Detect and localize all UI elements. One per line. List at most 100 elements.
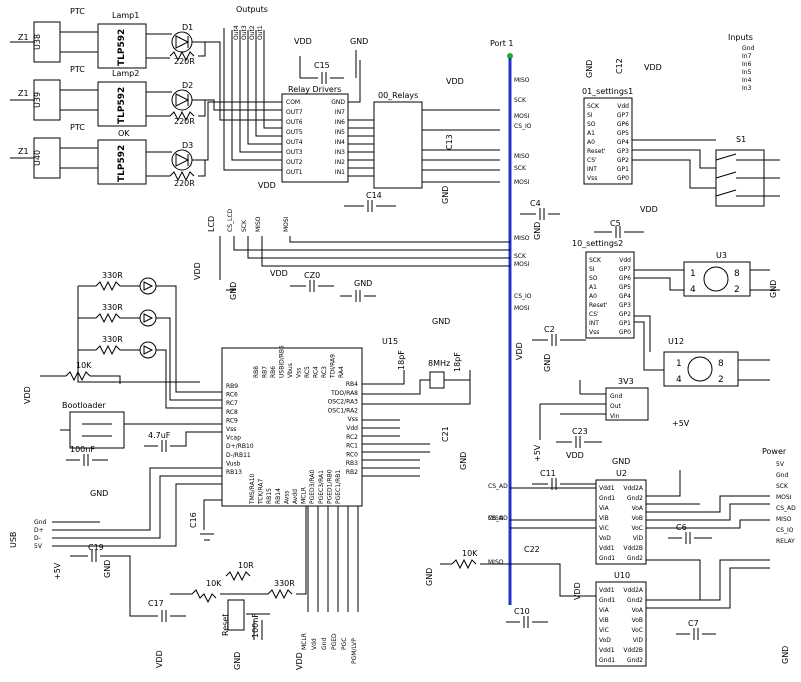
u10-label: U10 xyxy=(614,571,630,580)
u15-right-pin-10: RB2 xyxy=(346,469,358,476)
out1-pin: Out1 xyxy=(257,25,264,40)
relay-right-pin-1: IN7 xyxy=(335,109,345,116)
cap-100nf-label: 100nF xyxy=(70,445,95,454)
lcd-pin-miso: MISO xyxy=(255,216,262,232)
u2-left-pin-2: ViA xyxy=(599,505,610,512)
lcd-wires xyxy=(219,236,510,291)
u12-circle xyxy=(687,356,713,382)
inputs-pin-5: In3 xyxy=(742,85,752,92)
reset-button[interactable] xyxy=(227,599,245,631)
cap-c19 xyxy=(70,550,150,617)
tlp592-3 xyxy=(97,139,147,185)
u12-pin8: 8 xyxy=(718,359,724,369)
r10k-label: 10K xyxy=(76,361,92,370)
bus-signal-2: MOSI xyxy=(514,113,530,120)
port1-dot xyxy=(507,53,513,59)
u10-right-pin-0: Vdd2A xyxy=(623,587,644,594)
u15-bottom-pin-6: MCLR xyxy=(301,487,308,504)
resistor-220-1 xyxy=(169,50,195,62)
u15-bottom-pin-10: PGEC1/RB1 xyxy=(335,470,342,504)
u12-pin1: 1 xyxy=(676,359,682,369)
bus-signal-8: SCK xyxy=(514,253,527,260)
settings1-right-pin-2: GP6 xyxy=(617,121,629,128)
settings1-label: 01_settings1 xyxy=(582,87,633,96)
resistor-220-2 xyxy=(169,110,195,122)
settings2-left-pin-1: SI xyxy=(589,266,595,273)
settings2-right-pin-5: GP3 xyxy=(619,302,631,309)
bus-signal-15: MISO xyxy=(488,559,504,566)
out2-pin: Out2 xyxy=(249,25,256,40)
gnd-c19: GND xyxy=(103,560,112,578)
usb-wires xyxy=(52,467,222,547)
gnd-r00: GND xyxy=(441,186,450,204)
settings1-right-pin-8: GP0 xyxy=(617,175,629,182)
u15-right-pin-5: Vdd xyxy=(346,425,358,432)
u10-chip xyxy=(595,581,647,667)
reset-label: Reset xyxy=(221,614,230,636)
settings1-section: 01_settings1 SCKSISOA1A0Reset'CS'INTVssV… xyxy=(520,87,633,240)
u15-left-pin-2: RC7 xyxy=(226,400,238,407)
reset-section: 10K 10R 330R Reset 100nF VDD MCLR Vdd Gn… xyxy=(155,506,359,668)
led-status-symbols xyxy=(143,281,154,355)
u3-label: U3 xyxy=(716,251,727,260)
u15-left-pin-0: RB9 xyxy=(226,383,238,390)
c21-label: C21 xyxy=(441,426,450,442)
cz0-label: CZ0 xyxy=(304,271,320,280)
r330-label-2: 330R xyxy=(102,303,123,312)
u3-pin8: 8 xyxy=(734,269,740,279)
u15-bottom-pin-1: TCK/RA7 xyxy=(258,479,265,505)
bus-signal-9: MOSI xyxy=(514,261,530,268)
settings2-left-pin-6: CS' xyxy=(589,311,599,318)
u15-top-pin-0: RB8 xyxy=(253,366,260,378)
u10-left-pin-4: ViC xyxy=(599,627,609,634)
relay-drivers-chip xyxy=(281,93,349,183)
power-pin-1: Gnd xyxy=(776,472,788,479)
led-status-wires xyxy=(77,285,222,409)
bootloader-button[interactable] xyxy=(69,411,125,449)
u12-body xyxy=(663,351,739,387)
u10-left-pin-2: ViA xyxy=(599,607,610,614)
v3v3-wires xyxy=(539,380,606,440)
power-pin-6: CS_IO xyxy=(776,527,794,534)
rail-labels: VDD VDD GND VDD GND GND VDD GND GND GND … xyxy=(103,77,778,670)
c16-label: C16 xyxy=(189,512,198,528)
resistors-330 xyxy=(95,280,121,356)
gnd-reset: GND xyxy=(233,652,242,670)
settings1-left-pin-4: A0 xyxy=(587,139,595,146)
vdd-relay: VDD xyxy=(294,37,312,46)
u15-left-pin-9: Vusb xyxy=(226,460,241,467)
bus-signal-0: MISO xyxy=(514,77,530,84)
cap-c7 xyxy=(676,628,716,640)
cap-c6 xyxy=(668,532,712,544)
u15-section: U15 RB9RC6RC7RC8RC9VssVcapD+/RB10D-/RB11… xyxy=(189,317,471,541)
u15-bottom-pin-3: RB14 xyxy=(275,488,282,504)
port1-label: Port 1 xyxy=(490,39,514,48)
vdd-boot: VDD xyxy=(23,386,32,404)
u3-pin1: 1 xyxy=(690,269,696,279)
u15-left-pin-3: RC8 xyxy=(226,409,238,416)
usb-pin-gnd: Gnd xyxy=(34,519,46,526)
u15-right-pin-4: Vss xyxy=(348,416,358,423)
usb-label: USB xyxy=(9,532,18,548)
relay-right-pin-3: IN5 xyxy=(335,129,345,136)
u15-chip xyxy=(221,347,363,507)
u15-top-pin-1: RB7 xyxy=(262,366,269,378)
vdd-c2: VDD xyxy=(515,342,524,360)
settings2-right-pin-4: GP4 xyxy=(619,293,631,300)
lamp-section: PTC PTC PTC Z1 Z1 Z1 U38 U39 U40 Lamp1 L… xyxy=(10,7,206,188)
u15-top-pin-10: RA4 xyxy=(338,366,345,378)
z-label-2: Z1 xyxy=(18,89,29,98)
u15-bottom-pin-9: PGED1/RB0 xyxy=(326,469,333,504)
u3-u12-section: U3 1 8 4 2 U12 1 8 4 2 xyxy=(634,251,780,387)
u15-left-pin-1: RC6 xyxy=(226,392,238,399)
c5-label: C5 xyxy=(610,219,621,228)
ptc-u40 xyxy=(33,137,61,179)
usb-pin-dp: D+ xyxy=(34,527,44,534)
power-pin-3: MOSI xyxy=(776,494,792,501)
gnd-power: GND xyxy=(781,646,790,664)
ptc-label-1: PTC xyxy=(70,7,85,16)
settings1-right-pin-7: GP1 xyxy=(617,166,629,173)
tlp592-2 xyxy=(97,81,147,127)
cap-c4 xyxy=(520,208,560,220)
